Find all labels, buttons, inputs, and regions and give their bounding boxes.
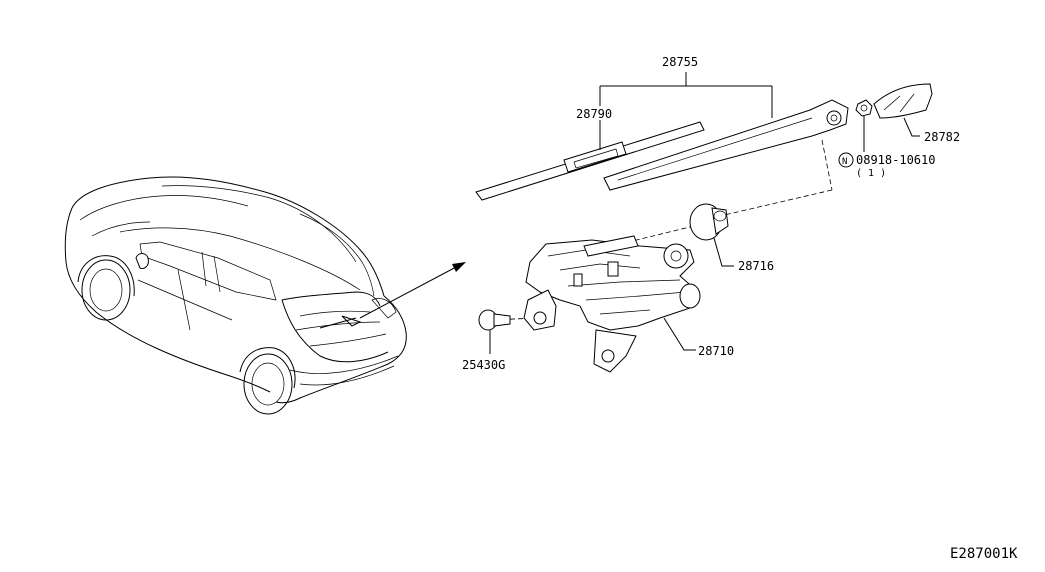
diagram-code: E287001K: [950, 546, 1018, 562]
wiper-arm: [603, 99, 849, 191]
nut-symbol: N: [842, 157, 847, 167]
label-28716: 28716: [738, 259, 774, 273]
label-25430G: 25430G: [462, 358, 505, 372]
hatchback-vehicle-illustration: [64, 176, 407, 415]
nut-08918-10610: [838, 99, 873, 168]
label-08918-10610: 08918-10610: [856, 153, 935, 167]
assembly-bracket-28755: [599, 72, 773, 118]
location-arrow: [359, 262, 466, 319]
grommet-28716: [689, 203, 734, 267]
label-28790: 28790: [576, 107, 612, 121]
label-08918-qty: ( 1 ): [856, 168, 886, 179]
arm-cap-28782: [873, 83, 933, 137]
part-labels: 28755 28790 28782 N 08918-10610 ( 1 ) 28…: [462, 55, 1018, 562]
wiper-motor-28710: [523, 235, 701, 373]
label-28782: 28782: [924, 130, 960, 144]
wiper-blade-28790: [475, 120, 705, 201]
label-28710: 28710: [698, 344, 734, 358]
bushing-25430G: [478, 309, 511, 354]
label-28755: 28755: [662, 55, 698, 69]
